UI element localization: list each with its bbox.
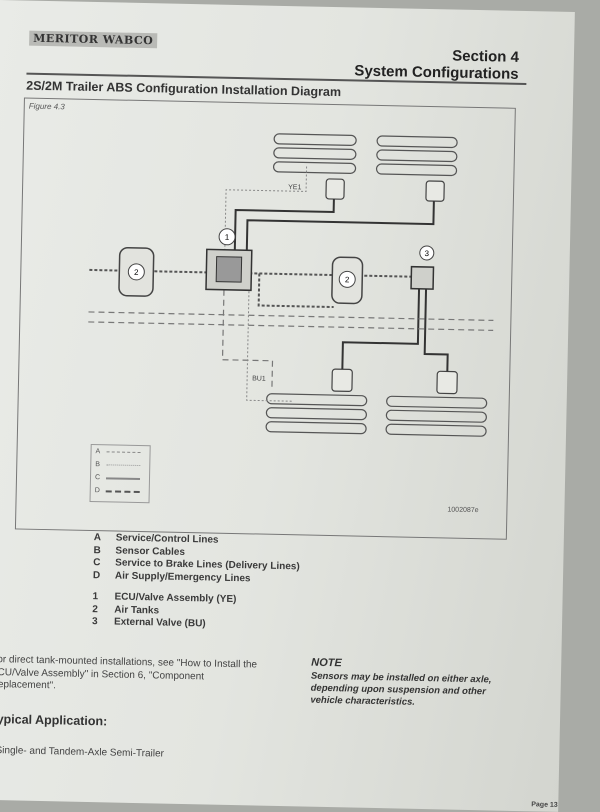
legend-key: B: [95, 461, 101, 469]
document-page: MERITOR WABCO Section 4 System Configura…: [0, 0, 575, 812]
legend-key: D: [94, 487, 100, 495]
typical-application-heading: Typical Application:: [0, 711, 108, 729]
sensor-cables: [224, 166, 308, 402]
sensor-label-ye1: YE1: [288, 184, 301, 191]
legend-key: C: [94, 474, 101, 482]
tire: [376, 135, 458, 149]
air-tank-right: 2: [331, 256, 364, 305]
tire: [385, 423, 487, 437]
brake-chambers: [325, 178, 458, 395]
legend-key: A: [95, 448, 101, 456]
typical-application-item: • Single- and Tandem-Axle Semi-Trailer: [0, 745, 165, 760]
callout-1: 1: [225, 233, 230, 242]
callout-2: 2: [134, 268, 139, 277]
tire: [273, 133, 357, 146]
page-number: Page 13: [531, 801, 558, 809]
installation-paragraph: For direct tank-mounted installations, s…: [0, 653, 258, 692]
tire: [273, 147, 357, 160]
tire: [386, 395, 488, 409]
external-valve: 3: [410, 245, 435, 290]
abs-diagram: 2 2 1 3 YE1 BU1: [88, 133, 494, 437]
air-tank-left: 2: [118, 246, 155, 297]
note-text: Sensors may be installed on either axle,…: [310, 670, 492, 708]
tire: [265, 407, 367, 421]
tire: [375, 163, 458, 177]
callout-3: 3: [424, 249, 429, 258]
callout-2: 2: [345, 275, 350, 284]
sensor-label-bu1: BU1: [252, 375, 266, 382]
tire: [272, 161, 357, 174]
note-box: NOTE Sensors may be installed on either …: [310, 657, 521, 711]
tire: [385, 409, 487, 423]
tire: [265, 421, 367, 435]
line-legend: A B C D: [89, 443, 151, 504]
ecu-valve-assembly: 1: [205, 228, 253, 292]
tire: [376, 149, 458, 163]
tires: [265, 133, 488, 437]
figure-code: 1002087e: [447, 506, 479, 515]
tire: [266, 393, 368, 407]
